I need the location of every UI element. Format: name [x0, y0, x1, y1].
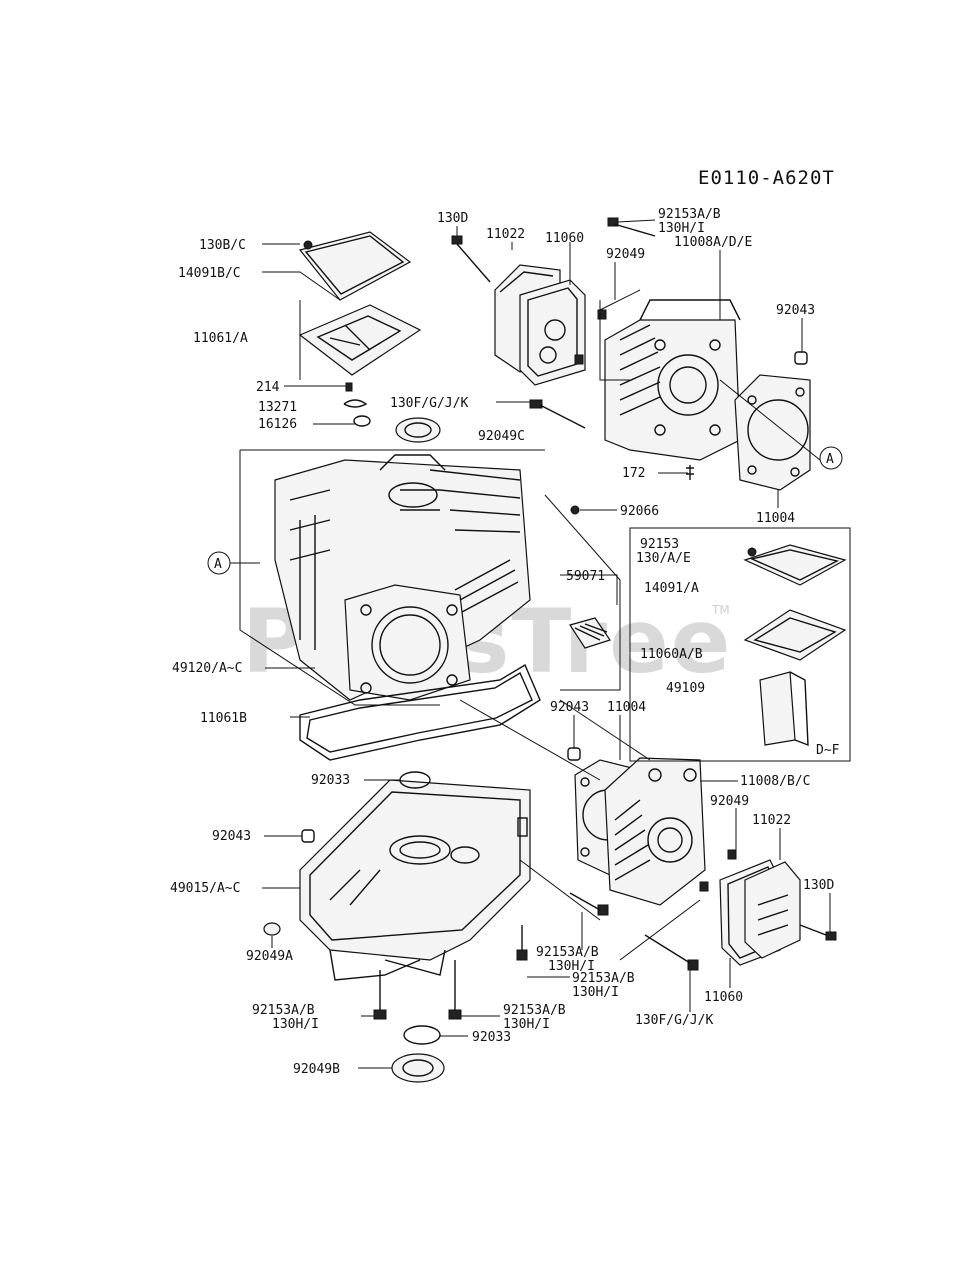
label-92153-inset[interactable]: 92153 [640, 537, 679, 552]
bolt-130fgjk-lower-drawing [644, 934, 699, 971]
label-172[interactable]: 172 [622, 466, 645, 481]
label-13271[interactable]: 13271 [258, 400, 297, 415]
label-92033-upper[interactable]: 92033 [311, 773, 350, 788]
crankcase-drawing [274, 454, 531, 701]
label-11060-lower[interactable]: 11060 [704, 990, 743, 1005]
svg-text:A: A [826, 452, 834, 467]
label-92049a[interactable]: 92049A [246, 949, 293, 964]
label-130hi-upper[interactable]: 130H/I [658, 221, 705, 236]
label-92049c[interactable]: 92049C [478, 429, 525, 444]
label-92153ab-c[interactable]: 92153A/B [252, 1003, 315, 1018]
inset-box [629, 527, 851, 762]
label-92043-right[interactable]: 92043 [776, 303, 815, 318]
label-11022-upper[interactable]: 11022 [486, 227, 525, 242]
label-92049-upper[interactable]: 92049 [606, 247, 645, 262]
dowel-92043-mid-drawing [567, 747, 581, 761]
label-130fgjk-upper[interactable]: 130F/G/J/K [390, 396, 468, 411]
dowel-lower-2-drawing [699, 881, 709, 892]
bolt-130fgjk-upper-drawing [529, 399, 586, 429]
callout-a-left: A [207, 551, 260, 575]
label-130ae[interactable]: 130/A/E [636, 551, 691, 566]
label-11004-right[interactable]: 11004 [756, 511, 795, 526]
dowel-92043-left-drawing [301, 829, 315, 843]
oil-seal-92049c-drawing [395, 417, 441, 443]
cover-bolts-drawing [373, 925, 528, 1020]
label-130hi-c[interactable]: 130H/I [272, 1017, 319, 1032]
label-49120[interactable]: 49120/A~C [172, 661, 242, 676]
label-11008ade[interactable]: 11008A/D/E [674, 235, 752, 250]
breather-plate-drawing [298, 304, 422, 376]
label-92049-mid[interactable]: 92049 [710, 794, 749, 809]
label-92066[interactable]: 92066 [620, 504, 659, 519]
label-14091a[interactable]: 14091/A [644, 581, 699, 596]
label-92153ab-b[interactable]: 92153A/B [572, 971, 635, 986]
head-bolt-lower-drawing [569, 892, 609, 916]
label-59071[interactable]: 59071 [566, 569, 605, 584]
label-130b-c[interactable]: 130B/C [199, 238, 246, 253]
watermark-trademark: TM [711, 603, 730, 617]
stud-172-drawing [686, 465, 694, 480]
bolt-130d-upper-drawing [451, 235, 491, 283]
label-49109[interactable]: 49109 [666, 681, 705, 696]
label-11061b[interactable]: 11061B [200, 711, 247, 726]
oring-92033-lower-drawing [403, 1025, 441, 1045]
label-130d-lower[interactable]: 130D [803, 878, 834, 893]
callout-a-right: A [819, 446, 843, 470]
dowel-92049-upper-drawing [597, 309, 607, 320]
label-92043-mid[interactable]: 92043 [550, 700, 589, 715]
crankcase-cover-drawing [299, 779, 531, 981]
label-16126[interactable]: 16126 [258, 417, 297, 432]
svg-text:A: A [214, 557, 222, 572]
oil-seal-92049b-drawing [391, 1053, 445, 1083]
label-11060-upper[interactable]: 11060 [545, 231, 584, 246]
label-92153ab-upper[interactable]: 92153A/B [658, 207, 721, 222]
crankcase-gasket-drawing [299, 663, 541, 761]
dowel-upper-2-drawing [574, 354, 584, 365]
label-11022-lower[interactable]: 11022 [752, 813, 791, 828]
diagram-code: E0110-A620T [698, 167, 835, 189]
inset-parts-drawing [743, 544, 847, 747]
rocker-cover-lower-drawing [744, 861, 801, 959]
breather-small-parts-drawing [343, 382, 371, 427]
plug-92066-drawing [570, 505, 580, 515]
label-11061-a[interactable]: 11061/A [193, 331, 248, 346]
label-130fgjk-lower[interactable]: 130F/G/J/K [635, 1013, 713, 1028]
label-14091b-c[interactable]: 14091B/C [178, 266, 241, 281]
dowel-92043-upper-drawing [794, 351, 808, 365]
seal-92049a-drawing [263, 922, 281, 936]
label-130hi-d[interactable]: 130H/I [503, 1017, 550, 1032]
label-130hi-b[interactable]: 130H/I [572, 985, 619, 1000]
label-130d-upper[interactable]: 130D [437, 211, 468, 226]
breather-cover-drawing [298, 231, 412, 301]
bolt-130d-lower-drawing [799, 924, 837, 941]
spring-59071-drawing [569, 617, 611, 649]
label-92153ab-a[interactable]: 92153A/B [536, 945, 599, 960]
label-11004-mid[interactable]: 11004 [607, 700, 646, 715]
label-214[interactable]: 214 [256, 380, 280, 395]
cylinder-head-lower-drawing [604, 757, 706, 906]
label-92043-left[interactable]: 92043 [212, 829, 251, 844]
label-11060ab[interactable]: 11060A/B [640, 647, 703, 662]
dowel-92049-mid-drawing [727, 849, 737, 860]
leader-lines [239, 219, 831, 1069]
cylinder-head-upper-drawing [604, 299, 741, 461]
head-gasket-upper-drawing [734, 374, 811, 491]
label-92033-lower[interactable]: 92033 [472, 1030, 511, 1045]
label-92153ab-d[interactable]: 92153A/B [503, 1003, 566, 1018]
dowel-cover-drawing [517, 817, 528, 837]
rocker-gasket-upper-drawing [519, 279, 586, 386]
label-130hi-a[interactable]: 130H/I [548, 959, 595, 974]
label-49015[interactable]: 49015/A~C [170, 881, 240, 896]
label-11008bc[interactable]: 11008/B/C [740, 774, 810, 789]
inset-range-label: D~F [816, 743, 840, 758]
label-92049b[interactable]: 92049B [293, 1062, 340, 1077]
